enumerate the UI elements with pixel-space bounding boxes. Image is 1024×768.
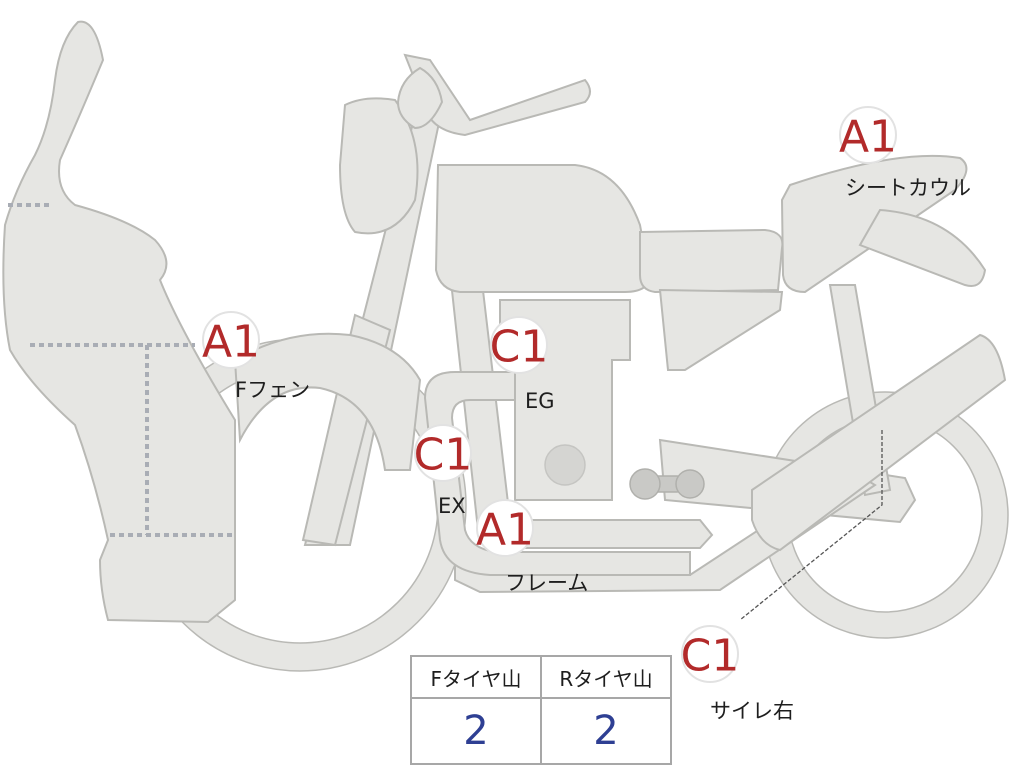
- muffler-right-label: サイレ右: [710, 699, 794, 723]
- rear-tire-header: Rタイヤ山: [542, 657, 670, 699]
- frame-label: フレーム: [505, 571, 588, 595]
- front-cowl: [2, 20, 236, 624]
- exhaust-grade: C1: [414, 430, 473, 481]
- muffler: [751, 333, 1007, 552]
- fuel-tank: [434, 164, 652, 293]
- engine-grade: C1: [490, 322, 549, 373]
- tire-tread-table: Fタイヤ山 2 Rタイヤ山 2: [410, 655, 672, 765]
- front-tire-column: Fタイヤ山 2: [412, 657, 540, 763]
- rear-tire-value: 2: [593, 708, 619, 754]
- frame-grade: A1: [476, 505, 534, 556]
- exhaust-label: EX: [438, 494, 466, 518]
- front-tire-header: Fタイヤ山: [412, 657, 540, 699]
- f-fender-grade: A1: [202, 317, 260, 368]
- engine-grade-badge: C1: [490, 316, 549, 374]
- seat-cowl-grade-badge: A1: [839, 106, 897, 164]
- rear-tire-column: Rタイヤ山 2: [540, 657, 670, 763]
- seat-cowl-label: シートカウル: [845, 176, 971, 200]
- engine-label: EG: [525, 389, 555, 413]
- front-fender: [233, 332, 422, 471]
- headlight: [338, 97, 419, 235]
- leader-line: [739, 430, 883, 621]
- f-fender-label: Fフェン: [235, 378, 310, 402]
- f-fender-grade-badge: A1: [202, 311, 260, 369]
- seat-cowl-grade: A1: [839, 112, 897, 163]
- handlebar: [403, 53, 591, 137]
- frame-grade-badge: A1: [476, 499, 534, 557]
- side-cover: [658, 288, 784, 371]
- muffler-right-grade-badge: C1: [681, 625, 740, 683]
- exhaust-grade-badge: C1: [414, 424, 473, 482]
- front-tire-value: 2: [463, 708, 489, 754]
- seat: [639, 228, 784, 294]
- exhaust-pipe: [423, 371, 691, 576]
- muffler-right-grade: C1: [681, 631, 740, 682]
